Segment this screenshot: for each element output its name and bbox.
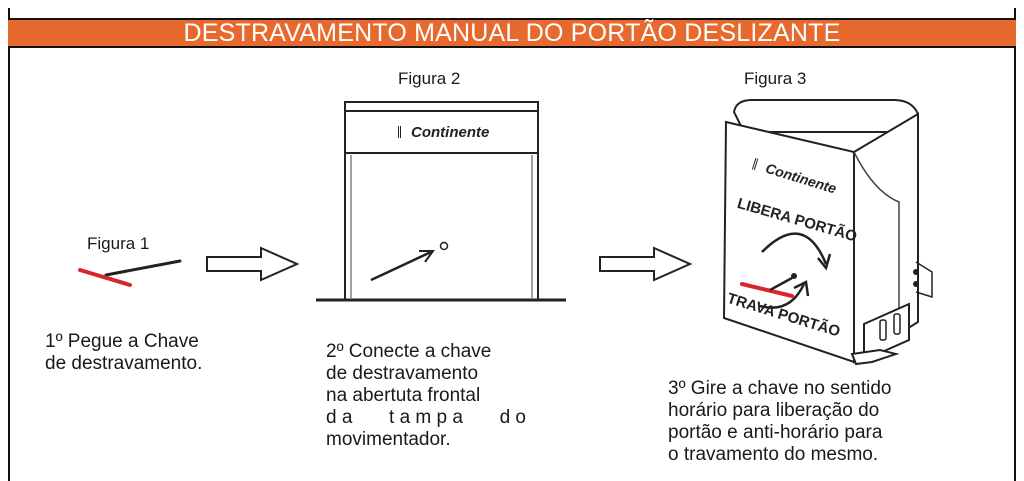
motor-front-view (316, 101, 566, 302)
right-arrow-icon (206, 246, 300, 282)
right-arrow-icon (599, 246, 693, 282)
figure-1-label: Figura 1 (87, 234, 150, 253)
key-illustration (78, 259, 182, 287)
continente-logo: Continente (398, 124, 489, 141)
step-2-spaced-line: d a t a m p a d o (326, 407, 526, 428)
step-2-text: 2º Conecte a chave de destravamento na a… (326, 341, 526, 450)
page-title-text: DESTRAVAMENTO MANUAL DO PORTÃO DESLIZANT… (183, 18, 841, 47)
step-3-text: 3º Gire a chave no sentido horário para … (668, 378, 892, 465)
motor-perspective-view (722, 99, 933, 366)
page-title: DESTRAVAMENTO MANUAL DO PORTÃO DESLIZANT… (8, 18, 1016, 48)
step-1-text: 1º Pegue a Chave de destravamento. (45, 331, 203, 374)
content-frame (8, 8, 1016, 481)
figure-2-label: Figura 2 (398, 69, 461, 88)
figure-3-label: Figura 3 (744, 69, 807, 88)
